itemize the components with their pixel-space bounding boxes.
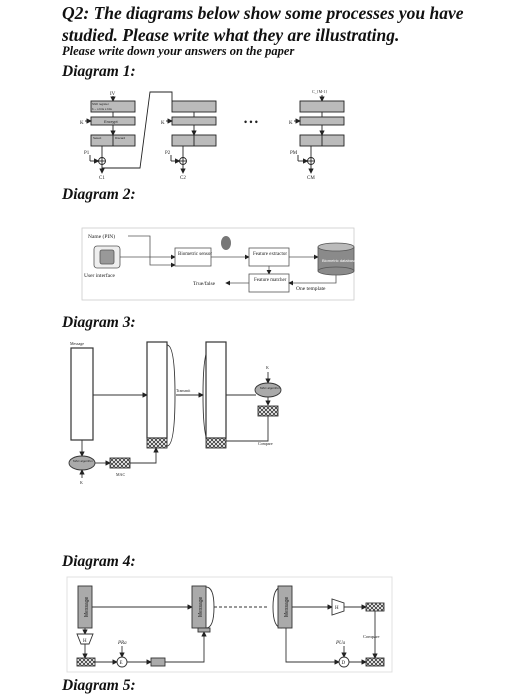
transmit-label: Transmit [176,388,191,393]
hash-h-label-2: H [335,606,339,611]
hash-h-label: H [83,639,87,644]
encrypt-e-label: E [120,661,123,666]
p2-label: P2 [165,151,171,156]
question-note: Please write down your answers on the pa… [62,44,295,58]
c-prev-label: C_{M-1} [312,89,327,94]
c2-label: C2 [180,176,186,181]
diagram-2: Name (PIN) User interface Biometric sens… [81,227,357,301]
database-icon [317,242,355,276]
key-label-d3-recv: K [266,365,269,370]
private-key-label: PRa [117,641,127,646]
encrypt-label: Encrypt [104,119,118,124]
compare-label: Compare [258,441,273,446]
message-label-d4-sent: Message [198,596,204,617]
true-false-label: True/false [193,280,216,287]
message-label: Message [70,341,84,346]
mac-label: MAC [116,472,125,477]
cm-label: CM [307,176,315,181]
key-label-d3: K [80,480,83,485]
question-title: Q2: The diagrams below show some process… [62,3,464,45]
c1-label: C1 [99,176,105,181]
message-label-d4: Message [84,596,90,617]
diagram-4: Message H PRa E Message Message H Compar… [66,576,393,673]
feature-matcher-label: Feature matcher [254,278,287,283]
biometric-database-label: Biometric database [322,258,357,263]
diagram-2-label: Diagram 2: [62,186,136,203]
cfb-stage-1: IV Shift register b − s bits s bits Encr… [80,91,173,181]
one-template-label: One template [296,286,326,292]
name-pin-label: Name (PIN) [88,233,115,240]
feature-extractor-label: Feature extractor [253,252,287,257]
diagram-4-label: Diagram 4: [62,553,136,570]
decrypt-d-label: D [342,661,346,666]
diagram-5-label: Diagram 5: [62,677,136,694]
shift-bits-label: b − s bits s bits [92,107,112,111]
mac-algorithm-label: MAC algorithm [73,459,93,463]
ellipsis: • • • [244,117,258,127]
diagram-3: Message MAC algorithm K MAC Transmit K M… [68,341,282,485]
compare-label-d4: Compare [363,634,380,639]
discard-label: Discard [115,136,126,140]
key-label-m: K [289,121,293,126]
diagram-1: IV Shift register b − s bits s bits Encr… [80,89,345,181]
p1-label: P1 [84,151,90,156]
shift-register-label: Shift register [92,102,109,106]
iv-label: IV [110,92,116,97]
user-interface-label: User interface [84,272,116,279]
biometric-sensor-label: Biometric sensor [178,252,212,257]
fingerprint-device-icon [99,249,115,265]
select-label: Select [93,136,102,140]
key-label: K [80,121,84,126]
diagram-3-label: Diagram 3: [62,314,136,331]
fingerprint-icon [221,236,231,250]
public-key-label: PUa [335,641,346,646]
message-label-d4-recv: Message [284,596,290,617]
pm-label: PM [290,151,298,156]
mac-tag [109,457,131,469]
cfb-stage-m: C_{M-1} K PM CM [289,89,345,181]
mac-algorithm-label-2: MAC algorithm [260,386,280,390]
key-label-2: K [161,121,165,126]
diagram-1-label: Diagram 1: [62,63,136,80]
cfb-stage-2: K P2 C2 [161,100,217,181]
